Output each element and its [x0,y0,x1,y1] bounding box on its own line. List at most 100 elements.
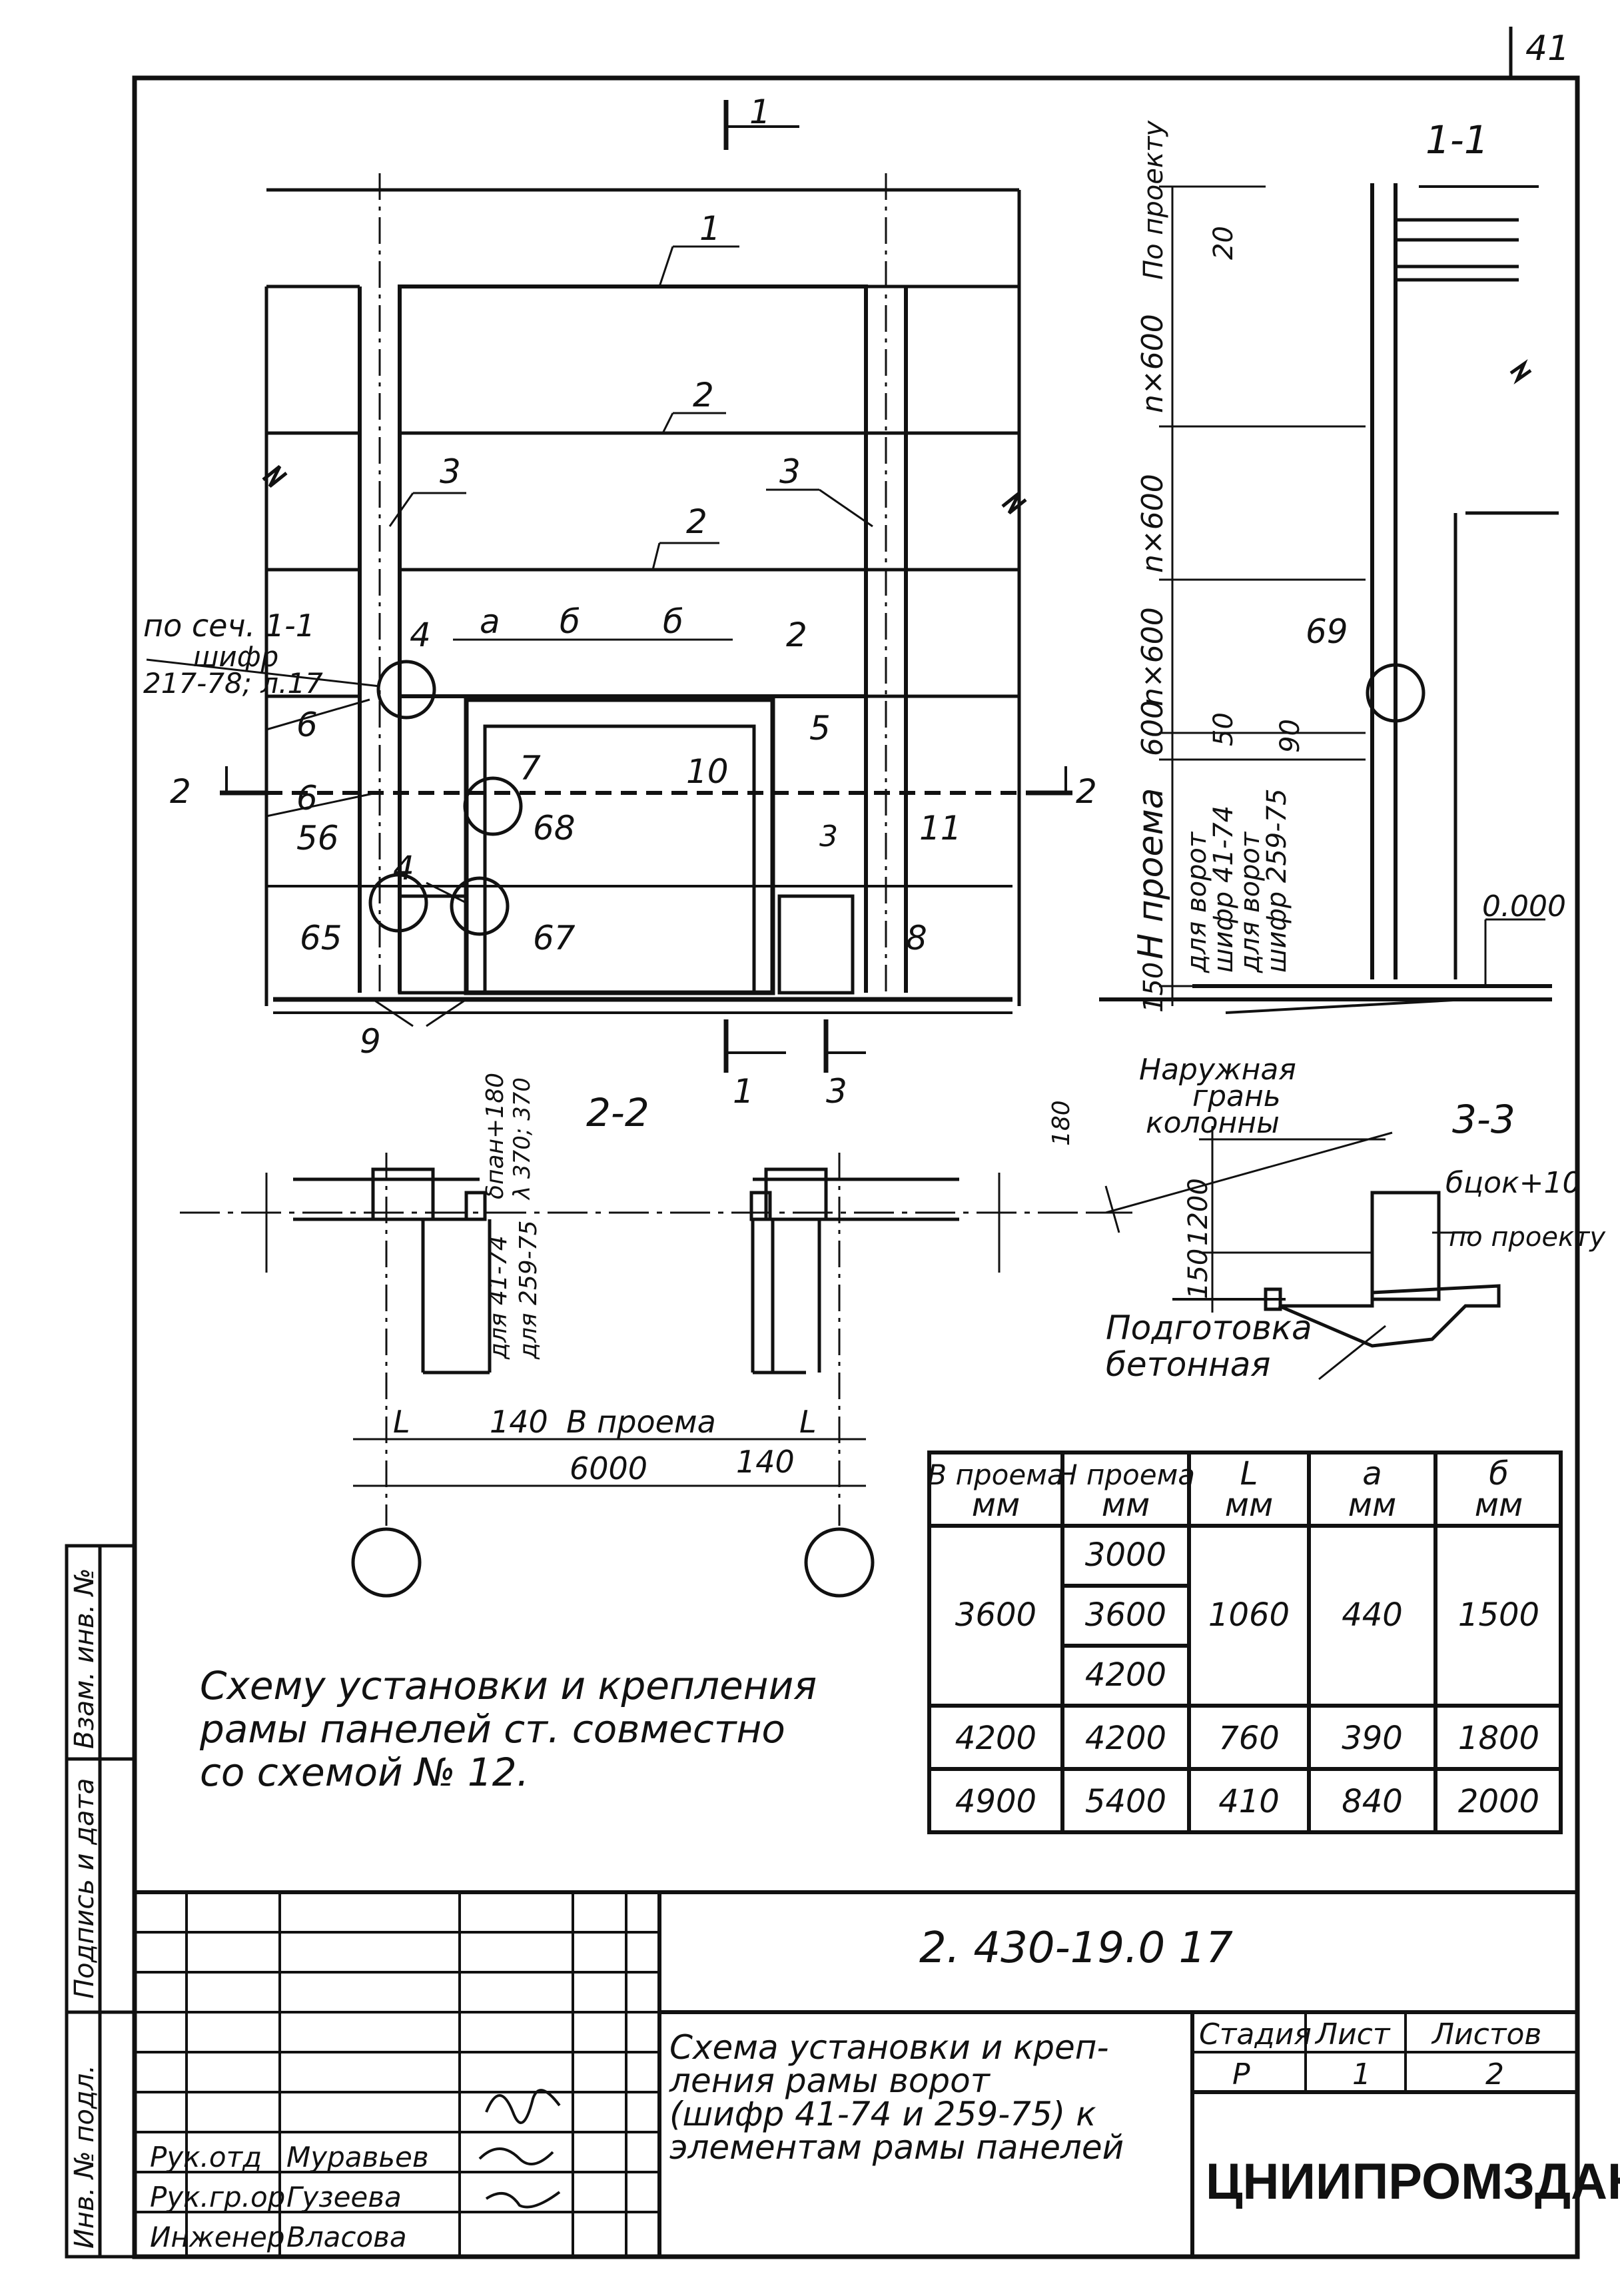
callout-2c: 2 [786,616,807,654]
dim-po-proektu-2: по проекту [1449,1222,1606,1253]
stage-value: Р [1232,2057,1250,2091]
callout-2b: 2 [686,502,707,541]
organization-name: ЦНИИПРОМЗДАНИЙ [1206,2153,1620,2210]
callout-3a: 3 [440,452,461,491]
sec3-label-bottom: 3 [826,1072,847,1111]
note-line-3: со схемой № 12. [200,1750,529,1795]
doc-code: 2. 430-19.0 17 [919,1924,1233,1973]
dim-90: 90 [1275,719,1306,753]
title-block-text: 2. 430-19.0 17 Схема установки и креп- л… [150,1924,1620,2253]
th-h-opening: Н проема [1056,1458,1195,1491]
dim-base-plus-10: бцок+10 [1445,1166,1581,1200]
dim-b1: б [560,602,580,641]
signer-role-3: Инженер [150,2221,285,2253]
dim-150-b: 150 [1183,1249,1214,1299]
sheet-label: Лист [1314,2017,1391,2051]
callout-56: 56 [296,819,339,858]
sec1-label-top: 1 [749,93,771,131]
prep-note-1: Подготовка [1106,1309,1312,1347]
dim-50: 50 [1208,712,1239,746]
elevation-view [146,100,1072,1073]
stage-label: Стадия [1199,2017,1312,2051]
cell-a-390: 390 [1342,1720,1403,1757]
dim-b-opening: В проема [566,1404,716,1440]
dim-600: 600 [1136,700,1170,756]
callout-4a: 4 [410,616,431,654]
column-face-note-1: Наружная [1139,1053,1296,1087]
dim-a: а [480,602,500,641]
section-2-2 [180,1131,1393,1598]
note-line-1: Схему установки и крепления [200,1663,817,1708]
callout-69: 69 [1306,612,1348,651]
section-2-2-title: 2-2 [586,1090,649,1135]
signer-role-1: Рук.отд [150,2141,262,2173]
cell-a-440: 440 [1342,1596,1403,1634]
dim-L-right: L [799,1404,817,1440]
callout-5: 5 [809,709,831,748]
dim-nx600-b: n×600 [1136,474,1170,573]
callout-68: 68 [533,809,576,848]
section-3-3-title: 3-3 [1452,1097,1515,1142]
cell-h-5400: 5400 [1085,1783,1166,1820]
callout-8: 8 [906,919,927,957]
dim-140-left: 140 [490,1404,548,1440]
stamp-inv-no: Инв. № подл. [69,2065,100,2249]
callout-7: 7 [520,749,541,788]
dim-20: 20 [1208,226,1239,260]
dim-nx600-a: n×600 [1136,314,1170,413]
sheet-value: 1 [1352,2057,1371,2091]
cell-h-4200a: 4200 [1085,1656,1166,1694]
signer-role-2: Рук.гр.ор [150,2181,285,2213]
dim-L-left: L [393,1404,410,1440]
signer-name-3: Власова [286,2221,407,2253]
title-line-2: ления рамы ворот [669,2061,991,2100]
gate-note-4: шифр 259-75 [1262,788,1292,973]
th-a: а [1362,1455,1382,1492]
th-bb: б [1489,1455,1509,1492]
dim-for-259-75: для 259-75 [515,1220,542,1360]
cell-bb-1800: 1800 [1458,1720,1539,1757]
sheets-value: 2 [1485,2057,1504,2091]
dim-1200: 1200 [1183,1178,1214,1246]
signer-name-1: Муравьев [286,2141,429,2173]
dim-370: λ 370; 370 [509,1077,536,1201]
dim-nx600-c: n×600 [1136,607,1170,706]
cell-L-760: 760 [1218,1720,1280,1757]
cell-h-3600: 3600 [1085,1596,1166,1634]
title-line-4: элементам рамы панелей [669,2128,1124,2167]
callout-67: 67 [533,919,576,957]
th-L: L [1240,1455,1258,1492]
title-block [135,1890,1577,2257]
th-b-unit: мм [972,1486,1020,1524]
th-bb-unit: мм [1475,1486,1523,1524]
cell-a-840: 840 [1342,1783,1403,1820]
column-face-note-2: грань [1192,1079,1281,1113]
th-a-unit: мм [1348,1486,1396,1524]
callout-6b: 6 [296,779,318,818]
sheets-label: Листов [1431,2017,1541,2051]
section-3-3 [1172,1126,1501,1381]
dim-b2: б [663,602,683,641]
callout-3b: 3 [779,452,801,491]
title-line-3: (шифр 41-74 и 259-75) к [669,2095,1096,2133]
gate-note-1: для ворот [1182,831,1212,973]
section-2-2-labels: 2-2 δпан+180 λ 370; 370 для 41-74 для 25… [393,1053,1296,1486]
note-line-2: рамы панелей ст. совместно [199,1706,785,1752]
level-mark: 0.000 [1482,889,1566,923]
section-1-1 [1099,183,1559,1014]
dim-h-opening: Н проема [1131,788,1171,959]
dim-for-41-74: для 41-74 [485,1235,512,1360]
callout-9: 9 [360,1022,381,1061]
callout-1: 1 [699,209,721,248]
cell-b-3600: 3600 [955,1596,1036,1634]
page-number: 41 [1525,29,1569,69]
section-1-1-title: 1-1 [1425,117,1489,163]
sec2-label-right: 2 [1076,772,1097,811]
side-stamp [65,1544,137,2259]
callout-6a: 6 [296,706,318,744]
section-1-1-labels: 1-1 По проекту 20 n×600 n×600 n×600 600 … [1131,117,1566,1013]
spec-table [927,1450,1563,1834]
cell-h-4200b: 4200 [1085,1720,1166,1757]
sec2-label-left: 2 [170,772,191,811]
dim-150-a: 150 [1138,962,1169,1013]
